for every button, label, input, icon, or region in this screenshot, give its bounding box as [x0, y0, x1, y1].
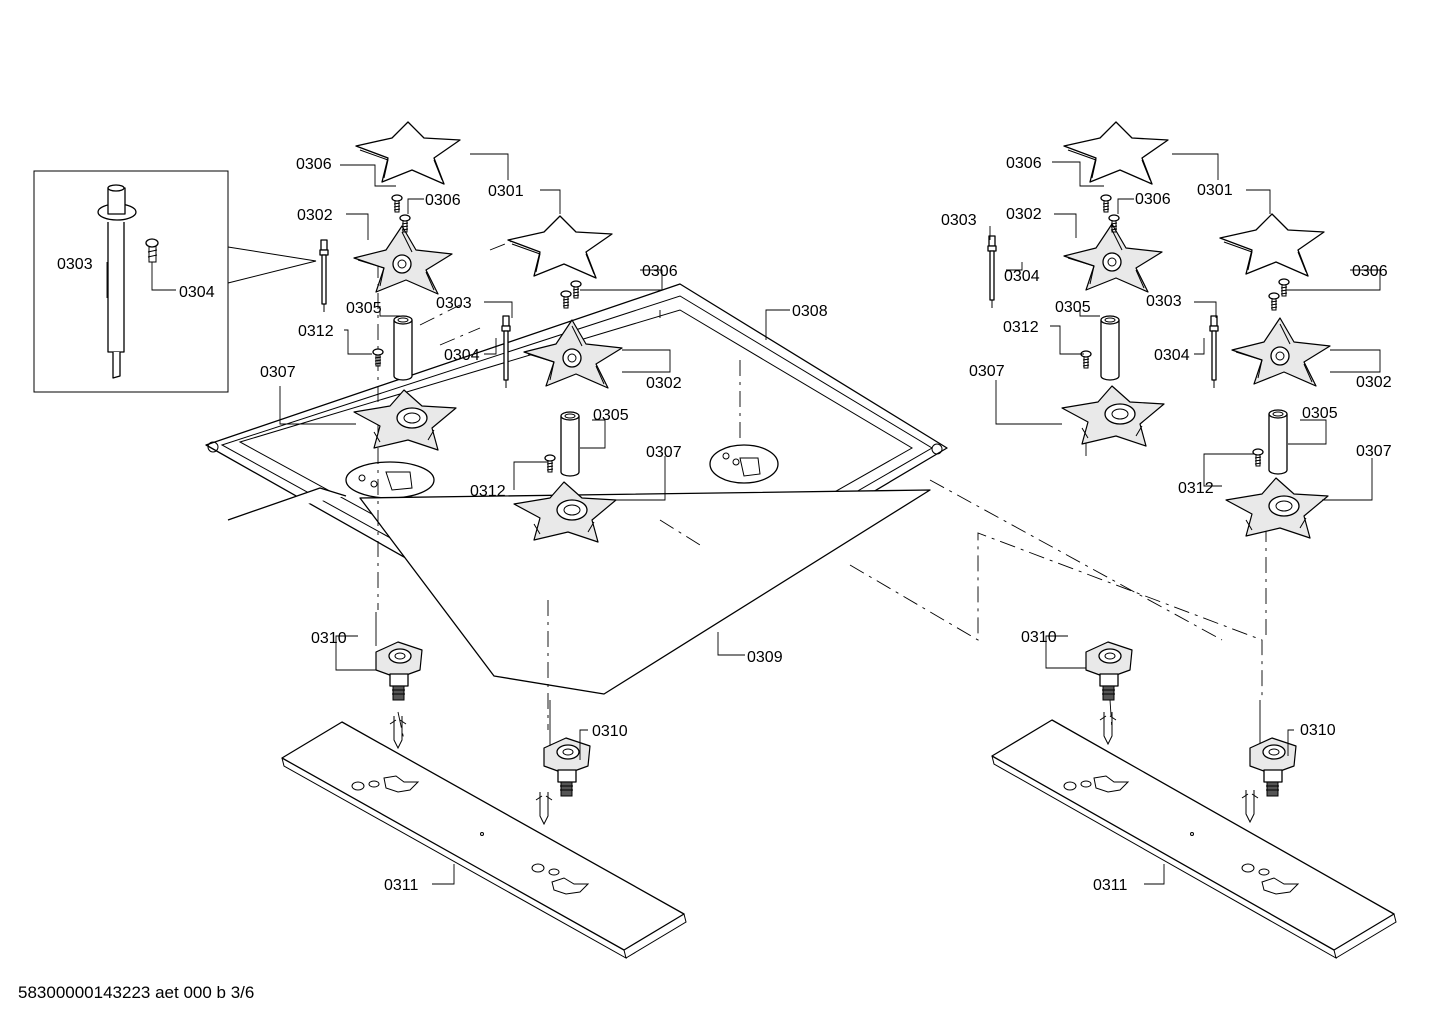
right-electrode-b — [1209, 315, 1219, 389]
inset-screw — [145, 238, 159, 263]
label-0307-l2: 0307 — [646, 444, 682, 461]
label-0310-l1: 0310 — [311, 630, 347, 647]
label-0306-r2: 0306 — [1135, 191, 1171, 208]
label-0303-r2: 0303 — [1146, 293, 1182, 310]
label-0308: 0308 — [792, 303, 828, 320]
label-0301-l1: 0301 — [488, 183, 524, 200]
label-0303-l1: 0303 — [436, 295, 472, 312]
label-0306-l2: 0306 — [425, 192, 461, 209]
label-0305-r1: 0305 — [1055, 299, 1091, 316]
inset-electrode — [97, 184, 137, 379]
right-tube-b — [1268, 409, 1288, 475]
label-0304-r1: 0304 — [1004, 268, 1040, 285]
label-0310-r2: 0310 — [1300, 722, 1336, 739]
label-0302-l1: 0302 — [297, 207, 333, 224]
label-0310-r1: 0310 — [1021, 629, 1057, 646]
label-0307-r2: 0307 — [1356, 443, 1392, 460]
label-0312-l1: 0312 — [298, 323, 334, 340]
label-0302-l2: 0302 — [646, 375, 682, 392]
left-burner-a — [353, 225, 453, 295]
right-screw-b2 — [1278, 278, 1290, 297]
label-0302-r2: 0302 — [1356, 374, 1392, 391]
label-0304-l1: 0304 — [444, 347, 480, 364]
label-0309: 0309 — [747, 649, 783, 666]
label-0307-l1: 0307 — [260, 364, 296, 381]
left-tube-b — [560, 411, 580, 477]
left-cap-b — [507, 215, 613, 279]
left-screw-b2 — [570, 280, 582, 299]
label-0306-r3: 0306 — [1352, 263, 1388, 280]
right-tube-a — [1100, 315, 1120, 381]
left-valve-b — [543, 737, 591, 797]
right-screw-b1 — [1268, 292, 1280, 311]
label-0311-r1: 0311 — [1093, 877, 1128, 894]
gasket-outline — [227, 487, 931, 695]
label-0304-r2: 0304 — [1154, 347, 1190, 364]
right-burner-b — [1231, 317, 1331, 387]
tray-opening-right — [709, 444, 779, 484]
tray-opening-left — [345, 461, 435, 499]
left-clip-a — [389, 715, 407, 749]
left-valve-a — [375, 641, 423, 701]
callout-labels: 0303 0304 0306 0302 0306 0301 0306 0303 … — [57, 155, 1392, 894]
right-base-a — [1061, 385, 1165, 447]
label-0306-l3: 0306 — [642, 263, 678, 280]
left-screw-b1 — [560, 290, 572, 309]
right-clip-b — [1241, 789, 1259, 823]
right-screw-a1 — [1100, 194, 1112, 213]
left-screw-a1 — [391, 194, 403, 213]
left-clip-b — [535, 791, 553, 825]
label-0312-r2: 0312 — [1178, 480, 1214, 497]
label-0305-l2: 0305 — [593, 407, 629, 424]
document-code: 58300000143223 aet 000 b 3/6 — [18, 983, 254, 1002]
label-0306-l1: 0306 — [296, 156, 332, 173]
label-0312-l2: 0312 — [470, 483, 506, 500]
alignment-lines — [377, 237, 1267, 741]
label-0307-r1: 0307 — [969, 363, 1005, 380]
right-cap-b — [1219, 213, 1325, 277]
right-control-strip — [991, 719, 1397, 960]
left-control-strip — [281, 721, 687, 960]
left-electrode-a — [319, 239, 329, 313]
left-cap-a — [355, 121, 461, 185]
label-0302-r1: 0302 — [1006, 206, 1042, 223]
right-valve-a — [1085, 641, 1133, 701]
right-base-b — [1225, 477, 1329, 539]
left-tube-a — [393, 315, 413, 381]
right-clip-a — [1099, 711, 1117, 745]
right-electrode-a — [987, 235, 997, 309]
label-0303-r1: 0303 — [941, 212, 977, 229]
right-valve-b — [1249, 737, 1297, 797]
label-0305-l1: 0305 — [346, 300, 382, 317]
detail-inset — [33, 170, 317, 393]
label-0311-l1: 0311 — [384, 877, 419, 894]
label-0304-inset: 0304 — [179, 284, 215, 301]
label-0310-l2: 0310 — [592, 723, 628, 740]
left-screw-a3 — [372, 348, 384, 367]
label-0306-r1: 0306 — [1006, 155, 1042, 172]
right-burner-a — [1063, 223, 1163, 293]
label-0303-inset: 0303 — [57, 256, 93, 273]
label-0312-r1: 0312 — [1003, 319, 1039, 336]
leader-lines — [279, 153, 1381, 885]
right-screw-b3 — [1252, 448, 1264, 467]
label-0301-r1: 0301 — [1197, 182, 1233, 199]
label-0305-r2: 0305 — [1302, 405, 1338, 422]
